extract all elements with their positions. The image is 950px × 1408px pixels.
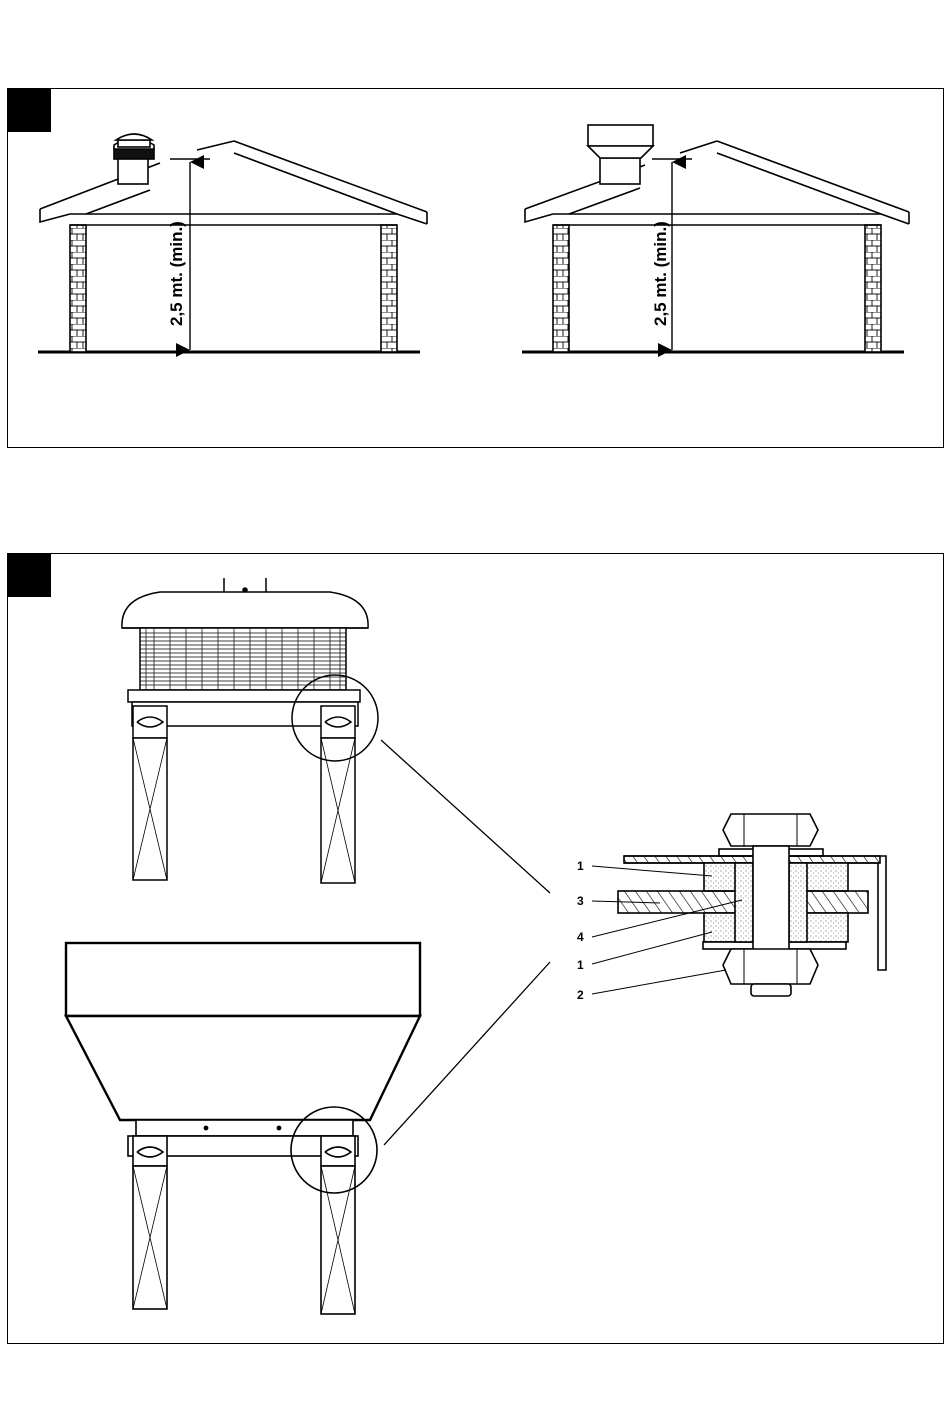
- house-right: [522, 125, 909, 352]
- height-dimension-label-left: 2,5 mt. (min.): [167, 221, 186, 326]
- height-dimension-label-right: 2,5 mt. (min.): [651, 221, 670, 326]
- callout-1-rubber-lower: 1: [577, 958, 584, 972]
- round-fan-on-support: [122, 578, 550, 893]
- callout-1-rubber-upper: 1: [577, 859, 584, 873]
- square-fan-on-support: [66, 943, 550, 1314]
- antivibration-mount-detail: [618, 814, 886, 996]
- callout-2-nut: 2: [577, 988, 584, 1002]
- callout-3-frame: 3: [577, 894, 584, 908]
- house-left: [38, 134, 427, 352]
- callout-4-sleeve: 4: [577, 930, 584, 944]
